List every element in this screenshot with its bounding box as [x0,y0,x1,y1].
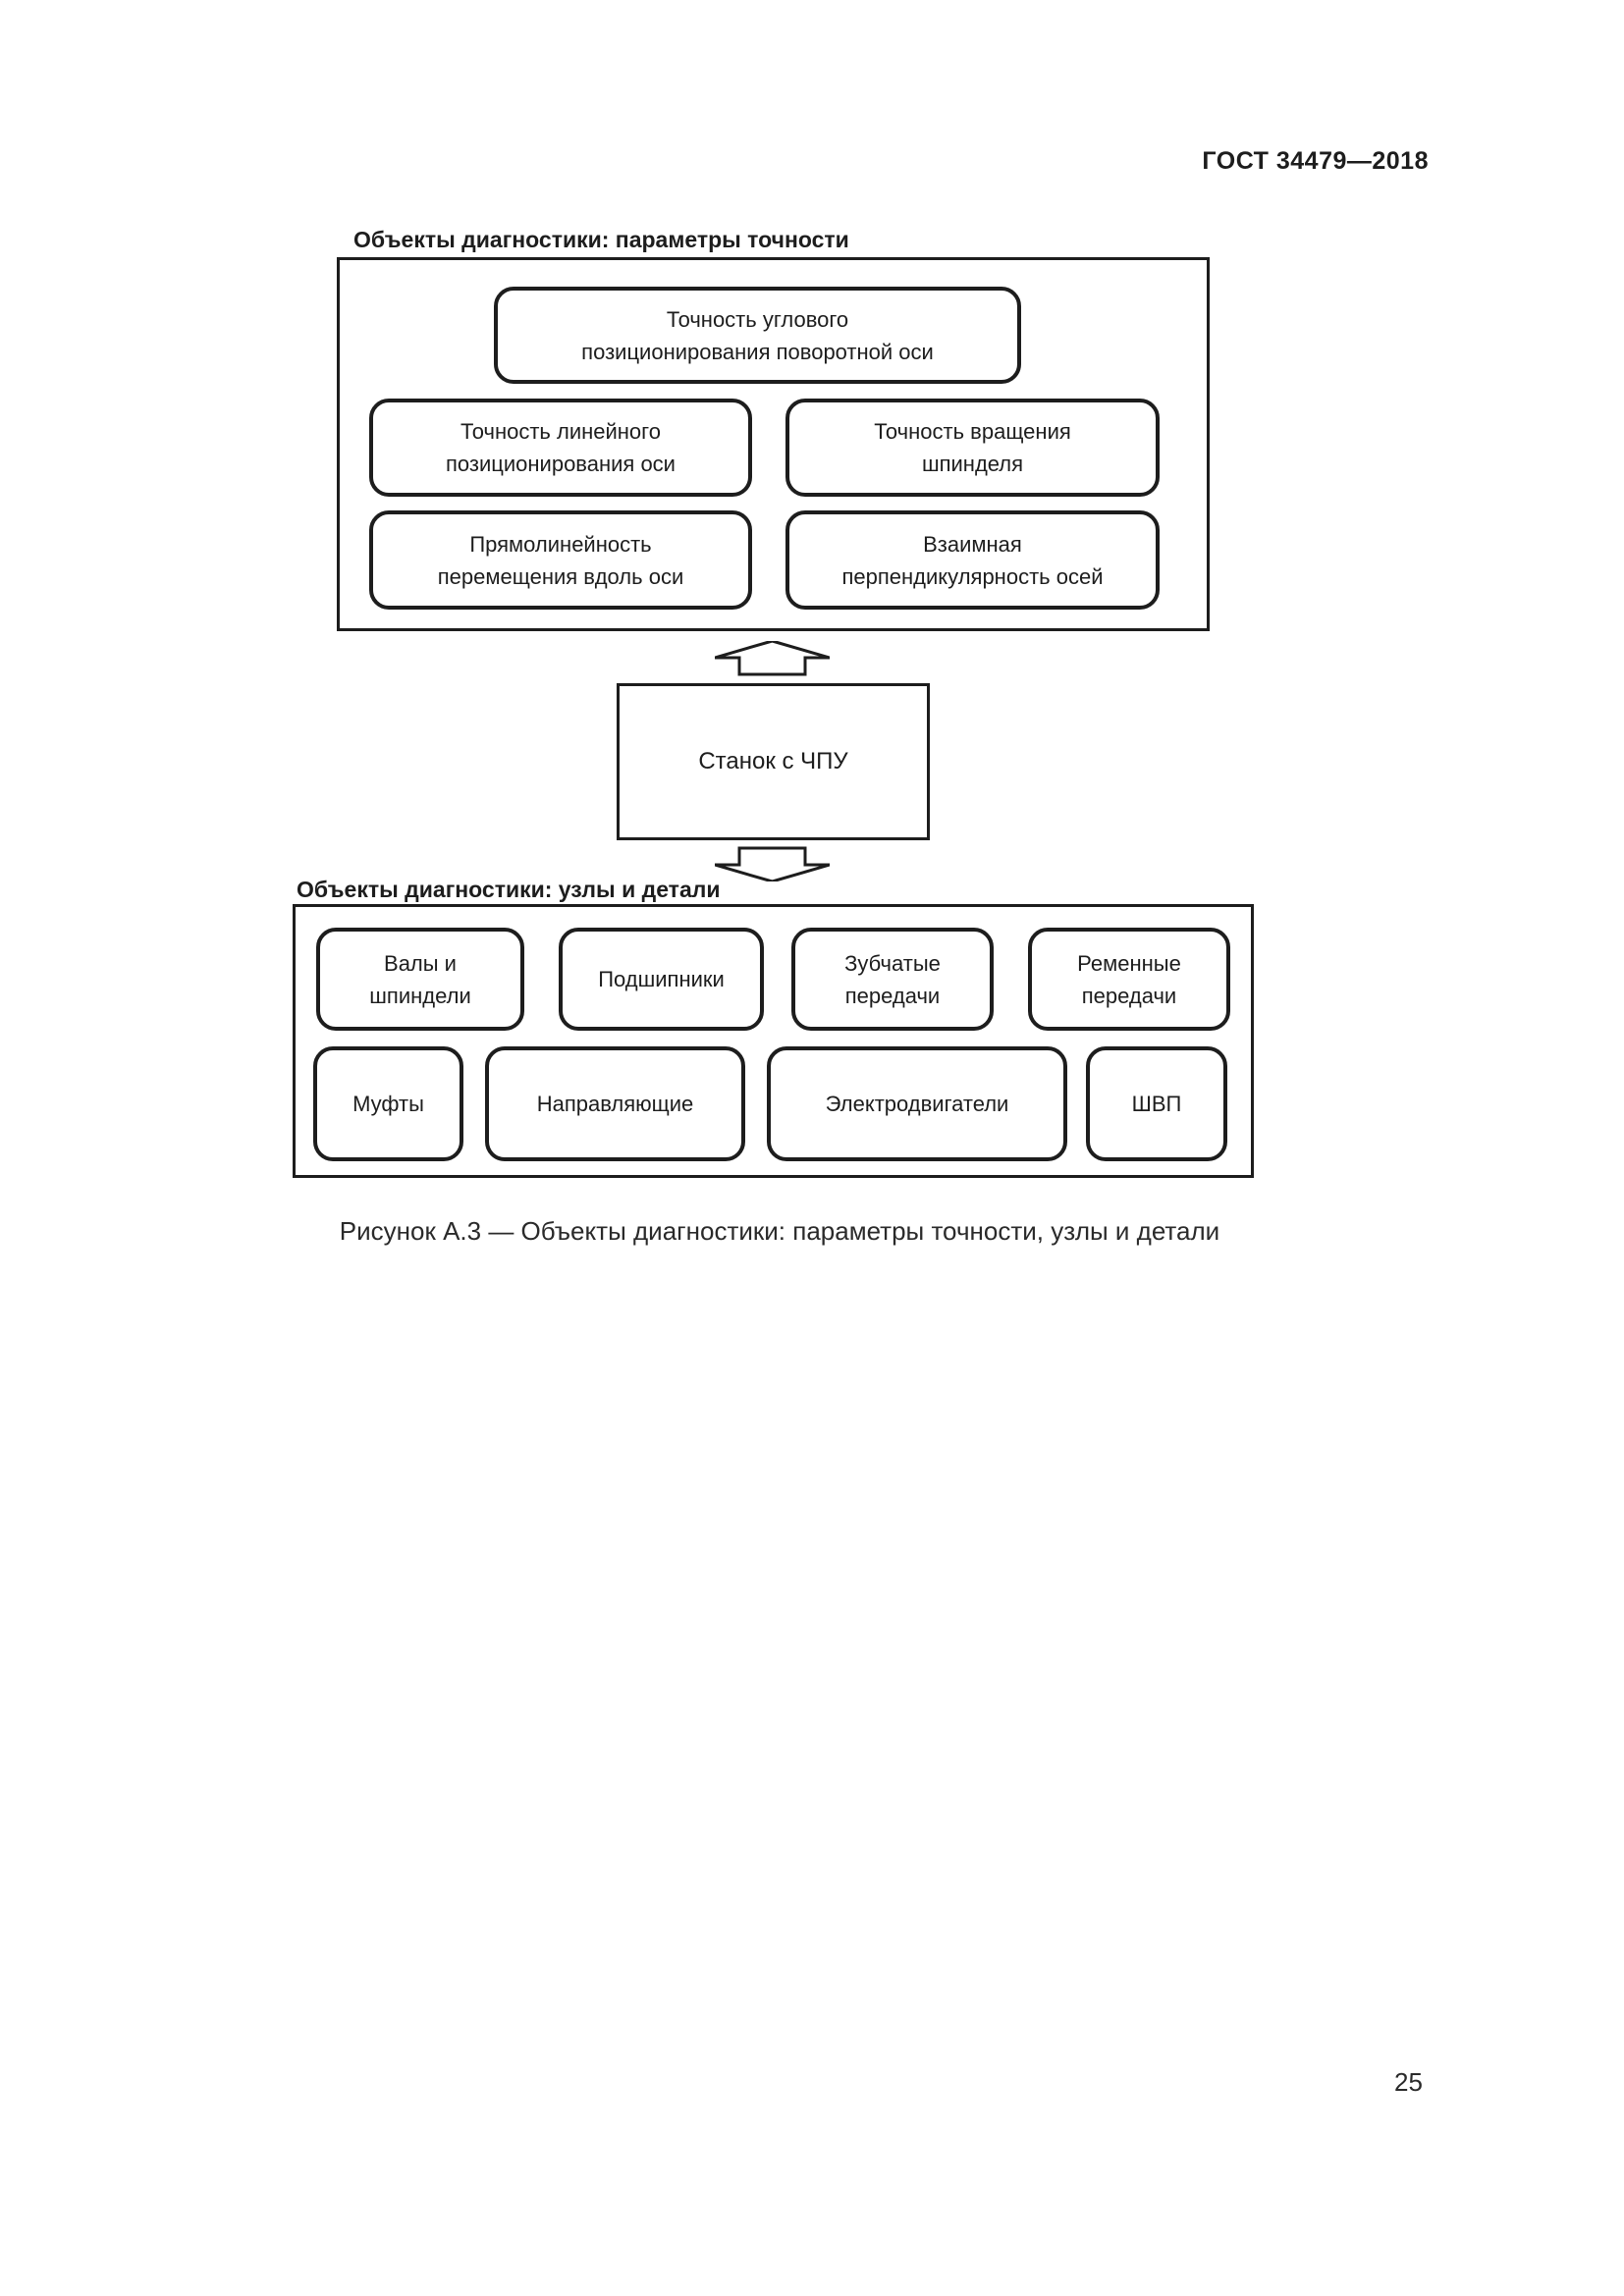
units-section-label: Объекты диагностики: узлы и детали [297,877,721,902]
box-spindle-rotation-accuracy: Точность вращения шпинделя [785,399,1160,497]
box-bearings: Подшипники [559,928,764,1031]
cnc-machine-label: Станок с ЧПУ [698,748,848,774]
box-belt-drives: Ременные передачи [1028,928,1230,1031]
box-cnc-machine: Станок с ЧПУ [617,683,930,840]
box-angular-positioning-accuracy: Точность углового позиционирования повор… [494,287,1021,384]
box-mutual-perpendicularity: Взаимная перпендикулярность осей [785,510,1160,610]
box-shafts-and-spindles: Валы и шпиндели [316,928,524,1031]
accuracy-section-label: Объекты диагностики: параметры точности [353,227,849,252]
box-couplings: Муфты [313,1046,463,1161]
figure-caption: Рисунок А.3 — Объекты диагностики: парам… [339,1216,1220,1246]
accuracy-section-container: Точность углового позиционирования повор… [337,257,1210,631]
box-ball-screw: ШВП [1086,1046,1227,1161]
standard-number-header: ГОСТ 34479—2018 [1202,147,1429,175]
box-guideways: Направляющие [485,1046,745,1161]
arrow-up-icon [715,641,830,676]
page-number: 25 [1394,2067,1423,2097]
box-straightness-of-travel: Прямолинейность перемещения вдоль оси [369,510,752,610]
arrow-down-icon [715,846,830,881]
units-section-container: Валы и шпиндели Подшипники Зубчатые пере… [293,904,1254,1178]
box-gear-drives: Зубчатые передачи [791,928,994,1031]
box-electric-motors: Электродвигатели [767,1046,1067,1161]
box-linear-positioning-accuracy: Точность линейного позиционирования оси [369,399,752,497]
